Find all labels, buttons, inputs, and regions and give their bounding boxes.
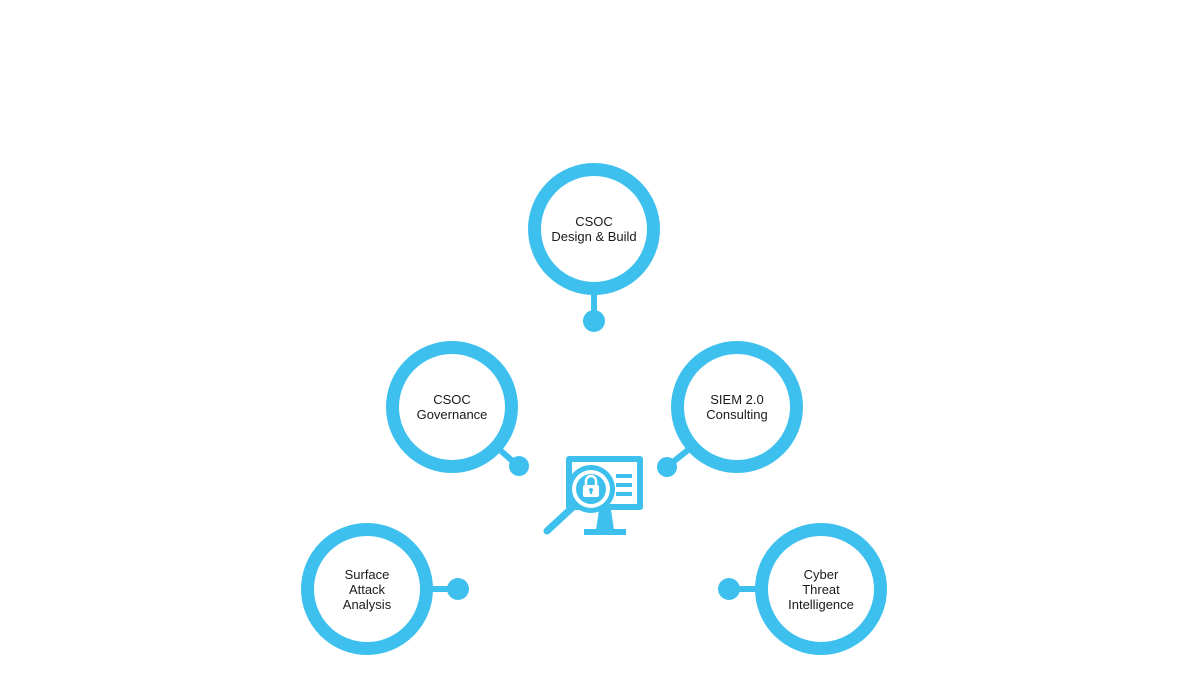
node-label-line: Threat — [802, 581, 840, 597]
node-label-line: SIEM 2.0 — [710, 392, 764, 407]
node-siem-consulting: SIEM 2.0 Consulting — [671, 341, 803, 473]
node-label-line: Attack — [348, 581, 386, 597]
connector-dot-surface-attack — [447, 578, 469, 600]
node-label-line: Surface — [344, 566, 390, 582]
connector-dot-siem — [657, 457, 677, 477]
node-cyber-threat-intelligence: Cyber Threat Intelligence — [755, 523, 887, 655]
node-label-line: Analysis — [342, 596, 392, 612]
connector-dot-csoc-design — [583, 310, 605, 332]
node-label-line: CSOC — [433, 392, 471, 407]
node-label-line: Cyber — [803, 566, 839, 582]
node-surface-attack-analysis: Surface Attack Analysis — [301, 523, 433, 655]
monitor-lock-search-icon — [543, 456, 643, 535]
node-csoc-design-build: CSOC Design & Build — [528, 163, 660, 295]
connector-dot-cyber-threat — [718, 578, 740, 600]
node-label-line: Intelligence — [788, 596, 854, 612]
node-csoc-governance: CSOC Governance — [386, 341, 518, 473]
connector-dot-csoc-governance — [509, 456, 529, 476]
node-label-line: Consulting — [706, 407, 768, 422]
node-label-line: Design & Build — [551, 229, 637, 244]
node-label-line: CSOC — [575, 214, 613, 229]
node-label-line: Governance — [416, 407, 488, 422]
